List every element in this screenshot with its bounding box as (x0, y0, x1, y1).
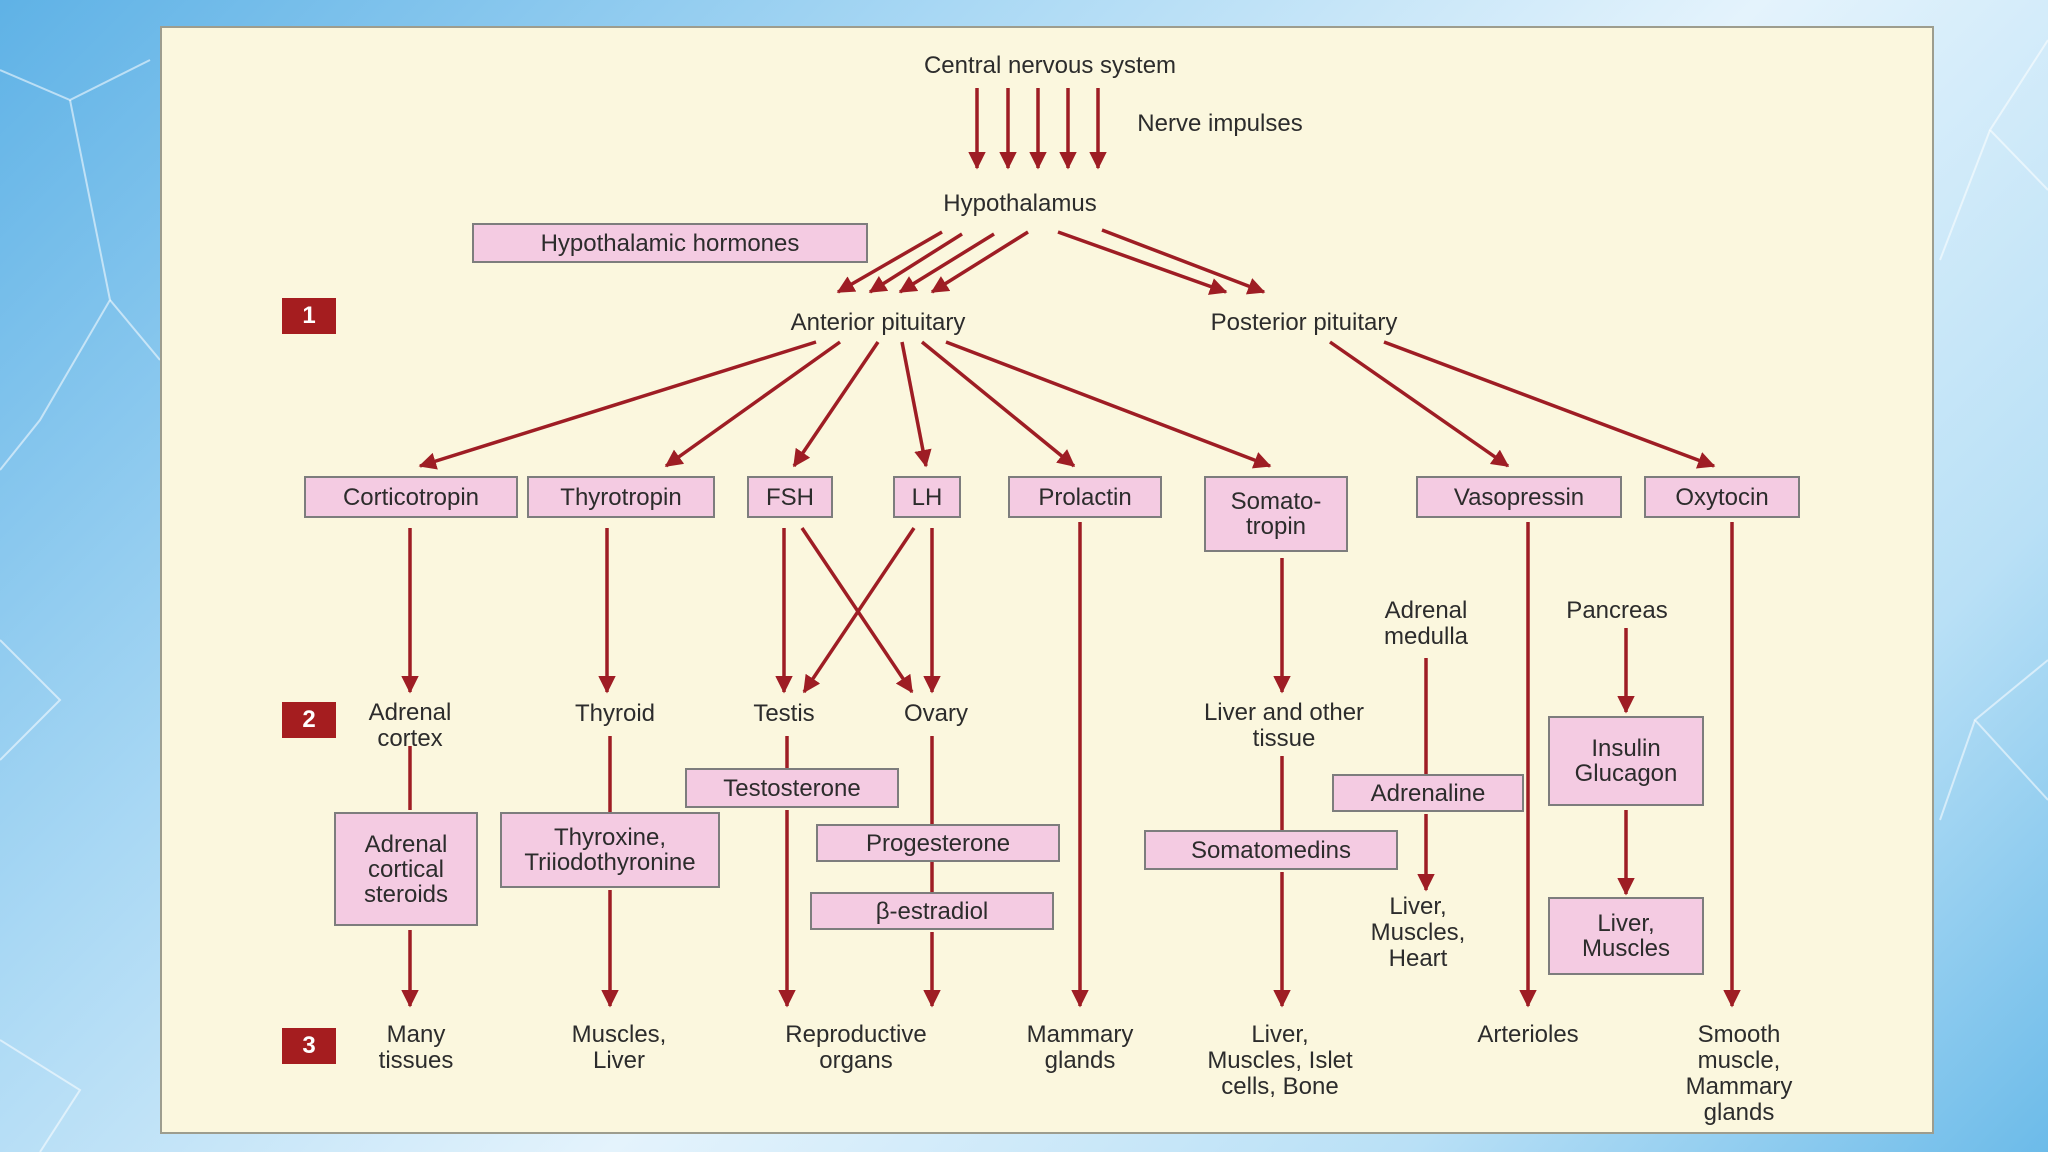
ant-fsh-arrow (792, 341, 880, 468)
progesterone-box: Progesterone (816, 824, 1060, 862)
lh-testis-arrow (802, 527, 916, 694)
ant-thyrotropin-arrow (664, 340, 842, 468)
beta-estradiol-box: β-estradiol (810, 892, 1054, 930)
vasopressin-box: Vasopressin (1416, 476, 1622, 518)
hypo-ant-arrow-2 (868, 232, 963, 294)
fsh-box: FSH (747, 476, 833, 518)
liver-other-tissue-label: Liver and other tissue (1203, 699, 1365, 752)
testis-label: Testis (753, 700, 815, 727)
prolactin-box: Prolactin (1008, 476, 1162, 518)
testosterone-box: Testosterone (685, 768, 899, 808)
hypo-post-arrow-1 (1057, 230, 1228, 295)
ant-somatotropin-arrow (945, 340, 1272, 469)
step-2-marker: 2 (282, 702, 336, 738)
step-3-marker: 3 (282, 1028, 336, 1064)
somatomedins-box: Somatomedins (1144, 830, 1398, 870)
hypo-ant-arrow-1 (836, 230, 943, 294)
ant-lh-arrow (900, 341, 932, 468)
arrow-layer (401, 88, 1741, 1008)
adrenal-cortex-label: Adrenal cortex (368, 699, 452, 752)
lh-box: LH (893, 476, 961, 518)
post-vasopressin-arrow (1328, 340, 1510, 468)
pancreas-label: Pancreas (1566, 597, 1668, 624)
thyrotropin-box: Thyrotropin (527, 476, 715, 518)
liver-bone-label: Liver, Muscles, Islet cells, Bone (1207, 1021, 1353, 1100)
adrenal-cortical-steroids-box: Adrenal cortical steroids (334, 812, 478, 926)
ant-corticotropin-arrow (418, 340, 817, 470)
cns-label: Central nervous system (923, 52, 1177, 79)
anterior-pituitary-label: Anterior pituitary (790, 309, 966, 336)
somatotropin-box: Somato- tropin (1204, 476, 1348, 552)
hypo-ant-arrow-3 (898, 232, 995, 294)
hypo-ant-arrow-4 (930, 230, 1029, 294)
mammary-glands-label: Mammary glands (1026, 1021, 1134, 1074)
many-tissues-label: Many tissues (378, 1021, 454, 1074)
liver-muscles-heart-label: Liver, Muscles, Heart (1370, 893, 1466, 972)
ovary-label: Ovary (903, 700, 969, 727)
hypothalamus-label: Hypothalamus (943, 190, 1097, 217)
thyroid-label: Thyroid (574, 700, 656, 727)
muscles-liver-label: Muscles, Liver (571, 1021, 667, 1074)
hypo-post-arrow-2 (1101, 228, 1266, 295)
diagram-panel: Central nervous system Nerve impulses Hy… (160, 26, 1934, 1134)
thyroxine-box: Thyroxine, Triiodothyronine (500, 812, 720, 888)
adrenal-medulla-label: Adrenal medulla (1383, 597, 1469, 650)
smooth-muscle-label: Smooth muscle, Mammary glands (1685, 1021, 1793, 1126)
corticotropin-box: Corticotropin (304, 476, 518, 518)
liver-muscles-box: Liver, Muscles (1548, 897, 1704, 975)
arterioles-label: Arterioles (1477, 1021, 1579, 1048)
ant-prolactin-arrow (920, 340, 1076, 468)
reproductive-organs-label: Reproductive organs (785, 1021, 927, 1074)
adrenaline-box: Adrenaline (1332, 774, 1524, 812)
hypothalamic-hormones-box: Hypothalamic hormones (472, 223, 868, 263)
nerve-impulses-label: Nerve impulses (1137, 110, 1303, 137)
posterior-pituitary-label: Posterior pituitary (1210, 309, 1398, 336)
step-1-marker: 1 (282, 298, 336, 334)
oxytocin-box: Oxytocin (1644, 476, 1800, 518)
insulin-glucagon-box: Insulin Glucagon (1548, 716, 1704, 806)
post-oxytocin-arrow (1383, 340, 1716, 469)
